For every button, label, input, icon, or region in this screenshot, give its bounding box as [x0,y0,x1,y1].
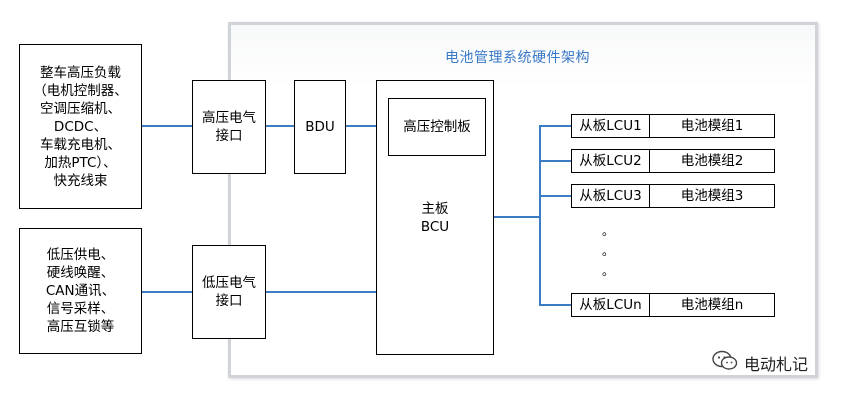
module-row-n: 从板LCUn 电池模组n [571,293,775,317]
connector-bcu-to-bus [494,216,540,218]
battery-module-label: 电池模组n [680,297,744,313]
connector-bus-to-lcu3 [539,195,571,197]
battery-module-label: 电池模组1 [680,118,744,134]
connector-bus-to-lcu2 [539,160,571,162]
module-row-1: 从板LCU1 电池模组1 [571,114,775,138]
lcu-label: 从板LCU1 [572,115,650,137]
lv-signals-box: 低压供电、 硬线唤醒、 CAN通讯、 信号采样、 高压互锁等 [19,228,142,354]
hv-interface-box: 高压电气 接口 [192,80,266,174]
lv-interface-box: 低压电气 接口 [192,245,266,339]
battery-module-label: 电池模组2 [680,153,744,169]
watermark-text: 电动札记 [744,355,809,374]
battery-module-label: 电池模组3 [680,188,744,204]
connector-bus-to-lcun [539,304,571,306]
bdu-box: BDU [294,80,346,174]
hv-control-board-box: 高压控制板 [388,98,486,156]
hv-load-box: 整车高压负载 （电机控制器、 空调压缩机、 DCDC、 车载充电机、 加热PTC… [19,44,142,209]
connector-bdu-to-hv-board [346,125,388,127]
lcu-bus-vertical [539,125,541,305]
connector-hv-interface-to-bdu [266,125,294,127]
main-board-label: 主板 BCU [420,200,450,235]
lcu-label: 从板LCU3 [572,185,650,207]
module-row-2: 从板LCU2 电池模组2 [571,149,775,173]
connector-lv-signals-to-interface [142,291,192,293]
ellipsis-dot: 。 [602,244,615,258]
module-row-3: 从板LCU3 电池模组3 [571,184,775,208]
wechat-icon [712,350,738,376]
watermark: 电动札记 [712,350,808,376]
lcu-label: 从板LCU2 [572,150,650,172]
connector-hv-load-to-interface [142,125,192,127]
connector-bus-to-lcu1 [539,125,571,127]
lcu-label: 从板LCUn [572,294,650,316]
connector-lv-interface-to-bcu [266,291,376,293]
ellipsis-dot: 。 [602,264,615,278]
diagram-title: 电池管理系统硬件架构 [445,50,590,66]
ellipsis-dot: 。 [602,224,615,238]
